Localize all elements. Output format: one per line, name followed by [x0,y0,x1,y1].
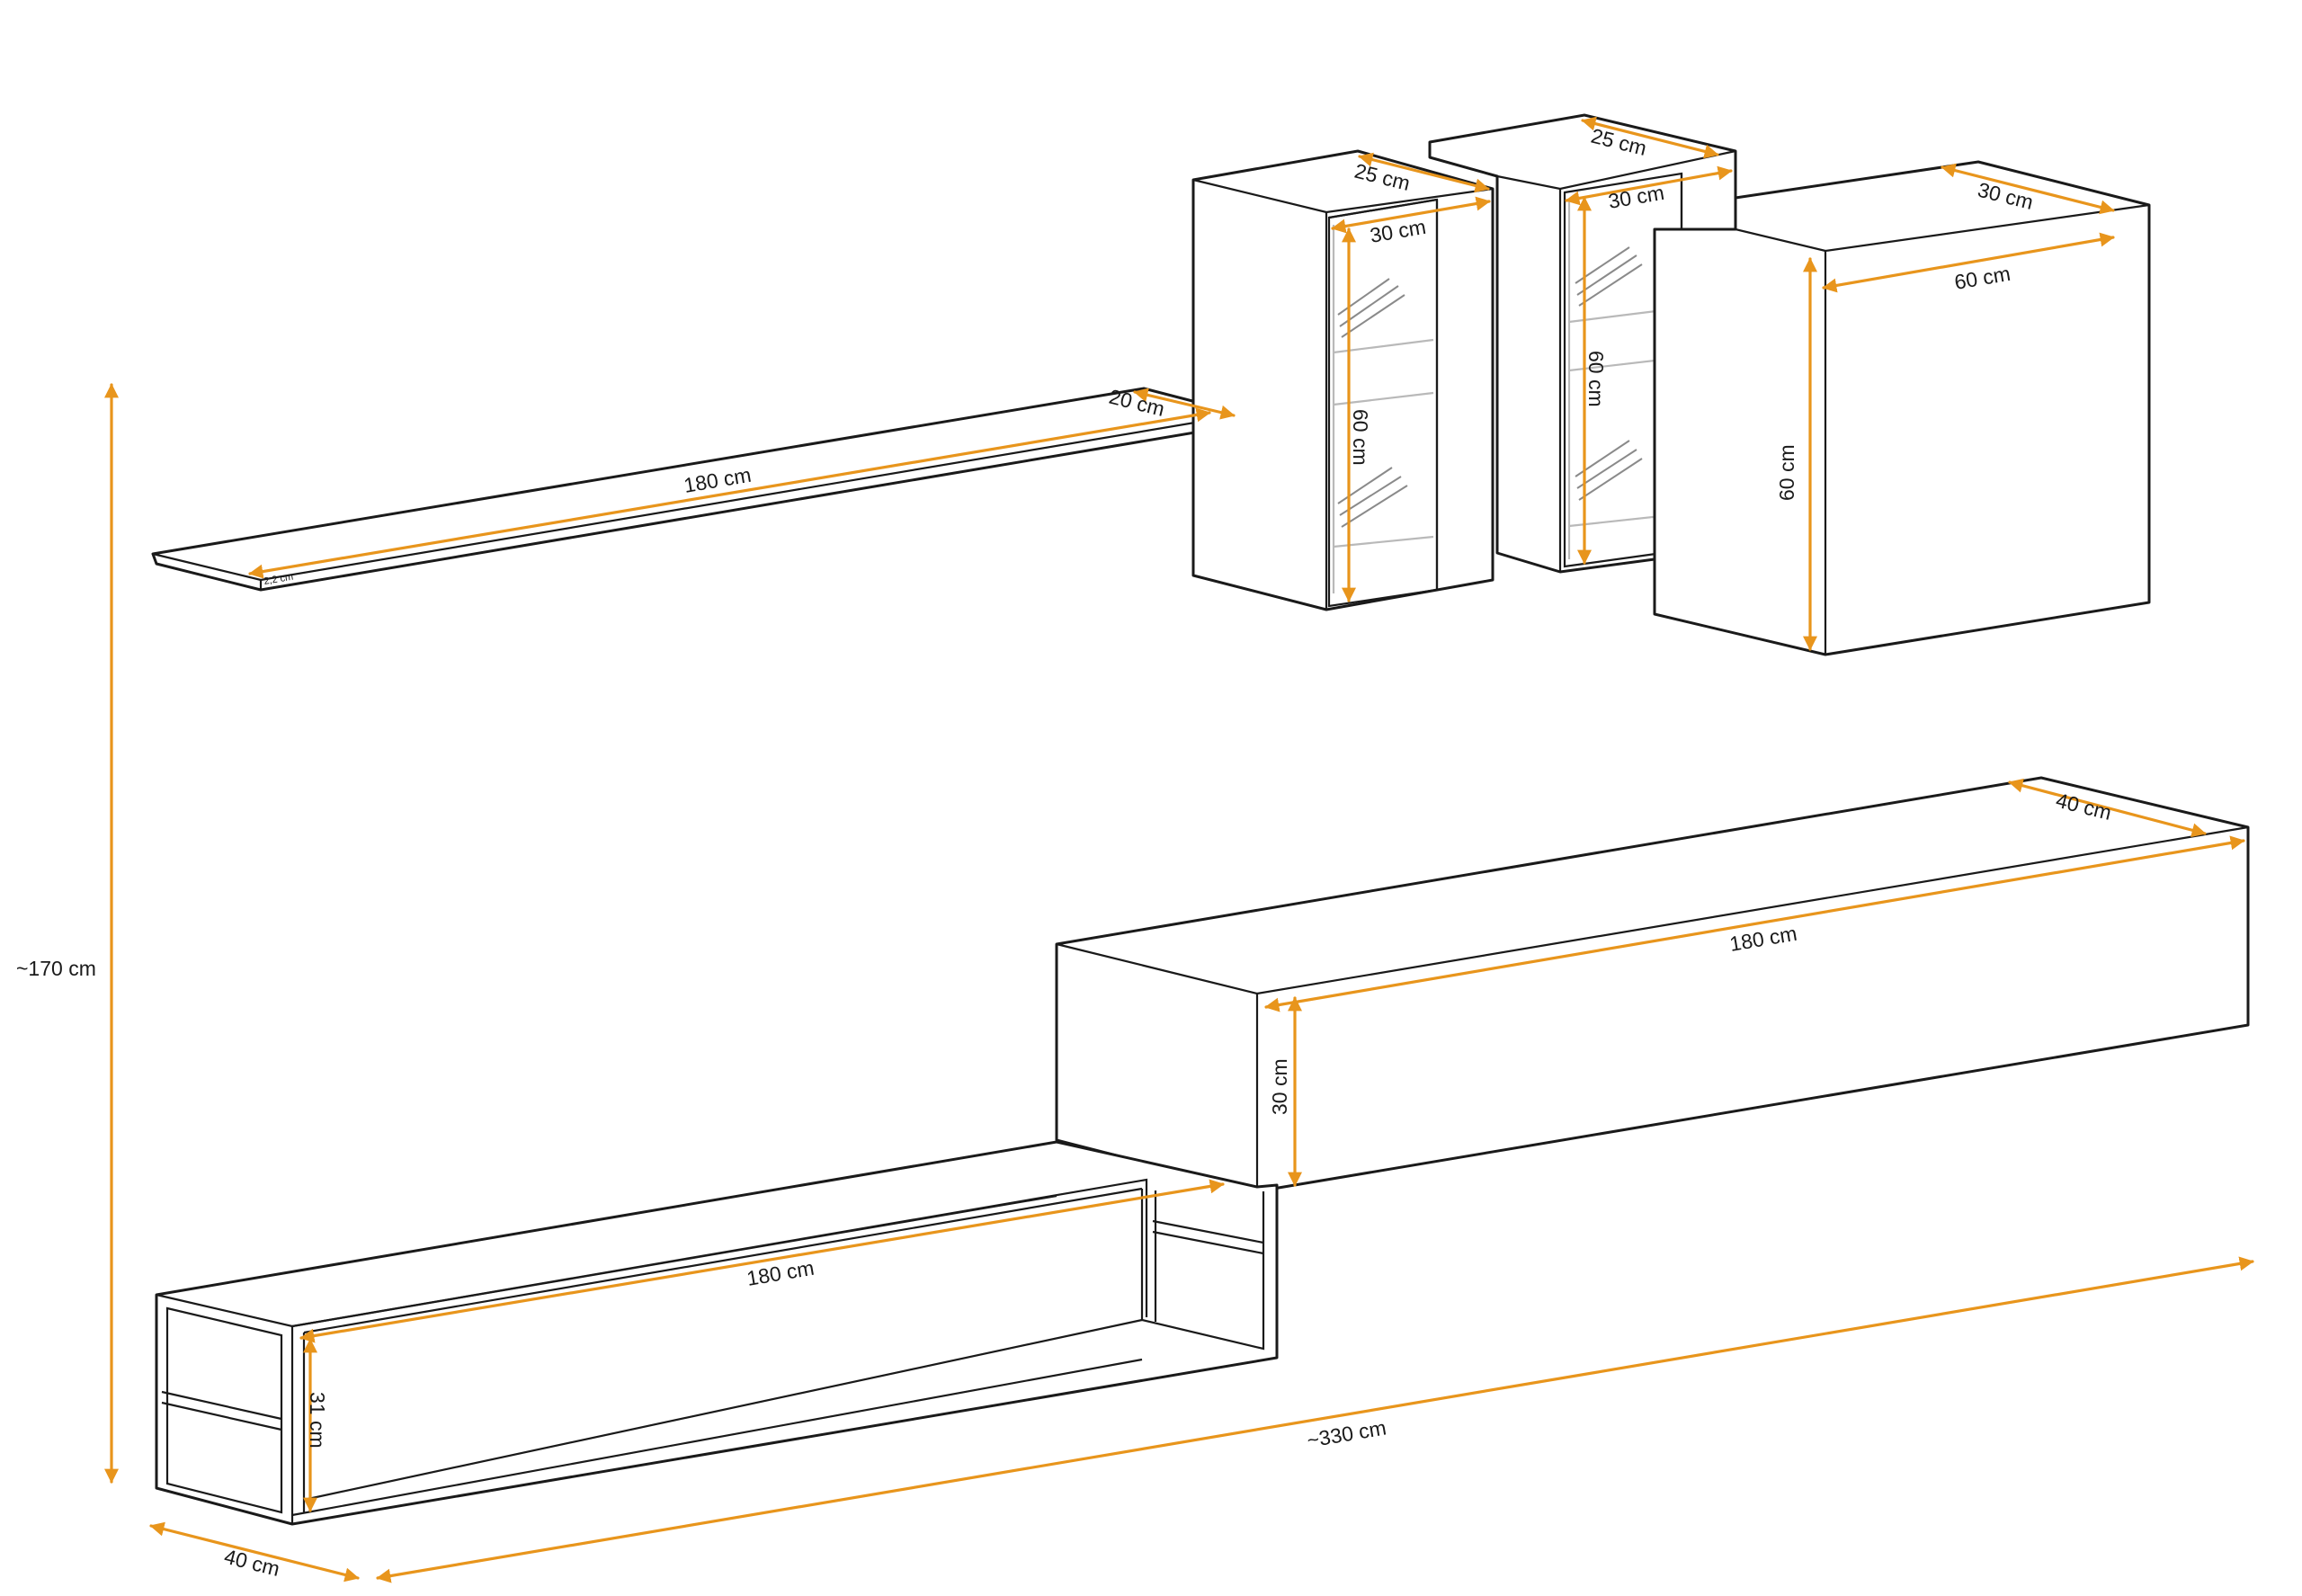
label-shelf-thickness: 2,2 cm [263,572,294,587]
label-total-height: ~170 cm [16,957,96,980]
dim-total-width [376,1256,2254,1583]
dim-shelf-depth [1133,388,1236,420]
dim-vitrine-left-width [1331,196,1491,234]
dim-square-depth [1941,163,2115,215]
dim-long-depth [2008,778,2207,838]
label-vitrine-right-height: 60 cm [1584,351,1608,407]
label-vitrine-left-height: 60 cm [1349,409,1372,466]
dimension-lines [104,116,2254,1583]
dim-square-width [1822,232,2115,293]
long-wall-cabinet [1055,776,2250,1193]
label-base-height: 31 cm [306,1392,329,1449]
dim-vitrine-right-depth [1581,116,1719,159]
dim-shelf-length [248,407,1211,579]
dim-base-depth [149,1521,360,1583]
vitrine-cabinet-left [1191,149,1495,611]
dim-vitrine-right-width [1565,165,1733,206]
label-total-width: ~330 cm [1305,1415,1387,1451]
label-long-height: 30 cm [1268,1058,1291,1115]
dim-long-length [1264,835,2245,1012]
label-square-height: 60 cm [1775,444,1798,501]
label-base-depth: 40 cm [222,1545,282,1581]
dim-vitrine-left-depth [1358,152,1490,193]
dim-base-length [299,1179,1225,1343]
square-cabinet [1653,160,2151,656]
